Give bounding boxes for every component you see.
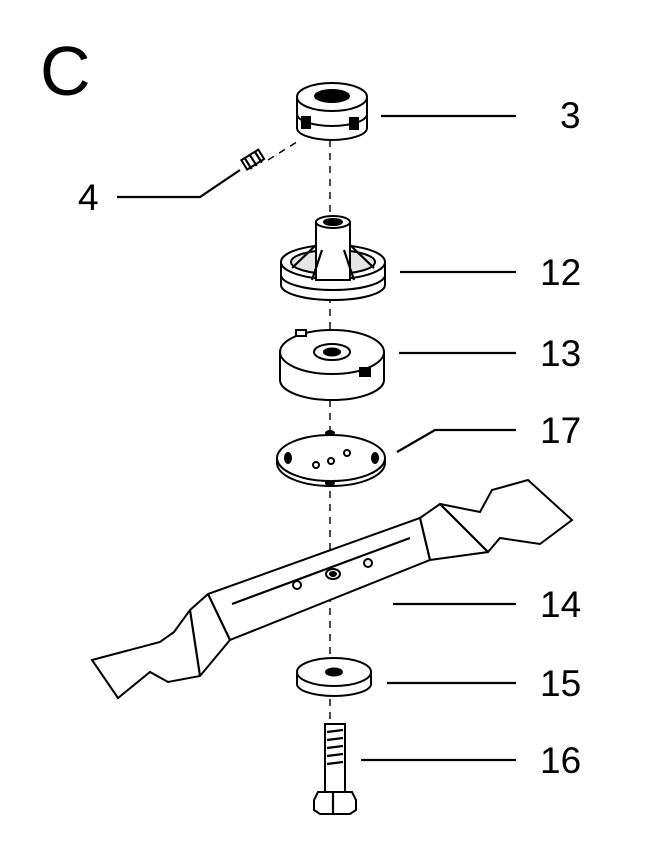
callout-16: 16 [540,740,581,781]
callout-17: 17 [540,410,581,451]
callout-3: 3 [560,95,581,136]
section-letter: C [40,32,91,110]
setscrew-axis [267,139,301,161]
part-4-setscrew[interactable] [239,148,266,171]
callout-12: 12 [540,252,581,293]
leader-17 [396,428,516,453]
callout-14: 14 [540,584,581,625]
part-14-blade[interactable] [90,478,574,700]
part-15-washer[interactable] [296,657,372,697]
callout-4: 4 [78,177,99,218]
part-3-collar[interactable] [296,82,368,141]
leader-4 [117,169,241,199]
callout-13: 13 [540,333,581,374]
part-16-bolt[interactable] [313,723,357,815]
part-12-adapter[interactable] [280,215,386,301]
callout-15: 15 [540,663,581,704]
part-13-spacer[interactable] [279,329,385,401]
part-17-plate[interactable] [276,430,386,487]
